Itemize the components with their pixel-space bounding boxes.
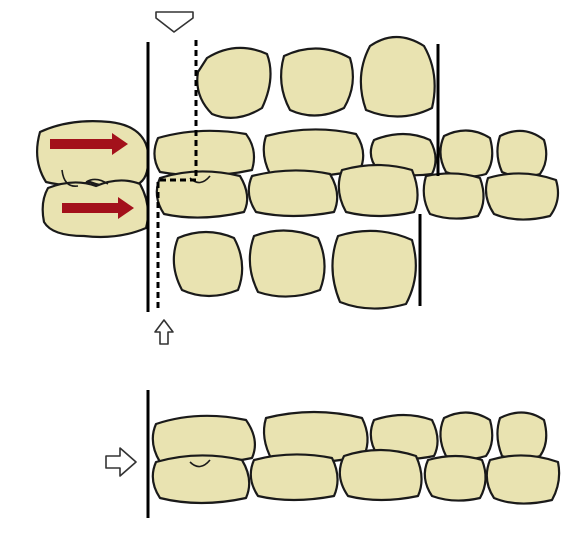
tooth	[440, 412, 492, 459]
right-arrow-icon	[106, 448, 136, 476]
tooth	[250, 230, 325, 296]
tooth	[197, 48, 270, 118]
tooth	[424, 173, 484, 218]
tooth	[281, 48, 353, 115]
down-arrow-icon	[156, 12, 193, 32]
tooth	[339, 165, 418, 216]
tooth	[487, 455, 559, 503]
result-lower-row	[153, 450, 559, 504]
tooth	[425, 456, 486, 501]
tooth	[249, 170, 337, 216]
occlusion-lower-row	[157, 165, 558, 220]
upper-arch-row	[197, 37, 434, 118]
molar-group-left	[37, 121, 148, 237]
tooth	[332, 231, 415, 309]
lower-arch-row	[174, 230, 416, 308]
tooth	[361, 37, 435, 117]
tooth	[174, 232, 242, 296]
tooth	[251, 454, 338, 500]
tooth	[340, 450, 422, 500]
tooth	[154, 131, 254, 176]
tooth	[440, 130, 492, 176]
tooth	[37, 121, 148, 186]
tooth	[497, 131, 546, 177]
tooth	[157, 171, 247, 217]
tooth	[486, 173, 558, 219]
tooth	[497, 412, 546, 459]
tooth	[153, 455, 249, 503]
up-arrow-icon	[155, 320, 173, 344]
